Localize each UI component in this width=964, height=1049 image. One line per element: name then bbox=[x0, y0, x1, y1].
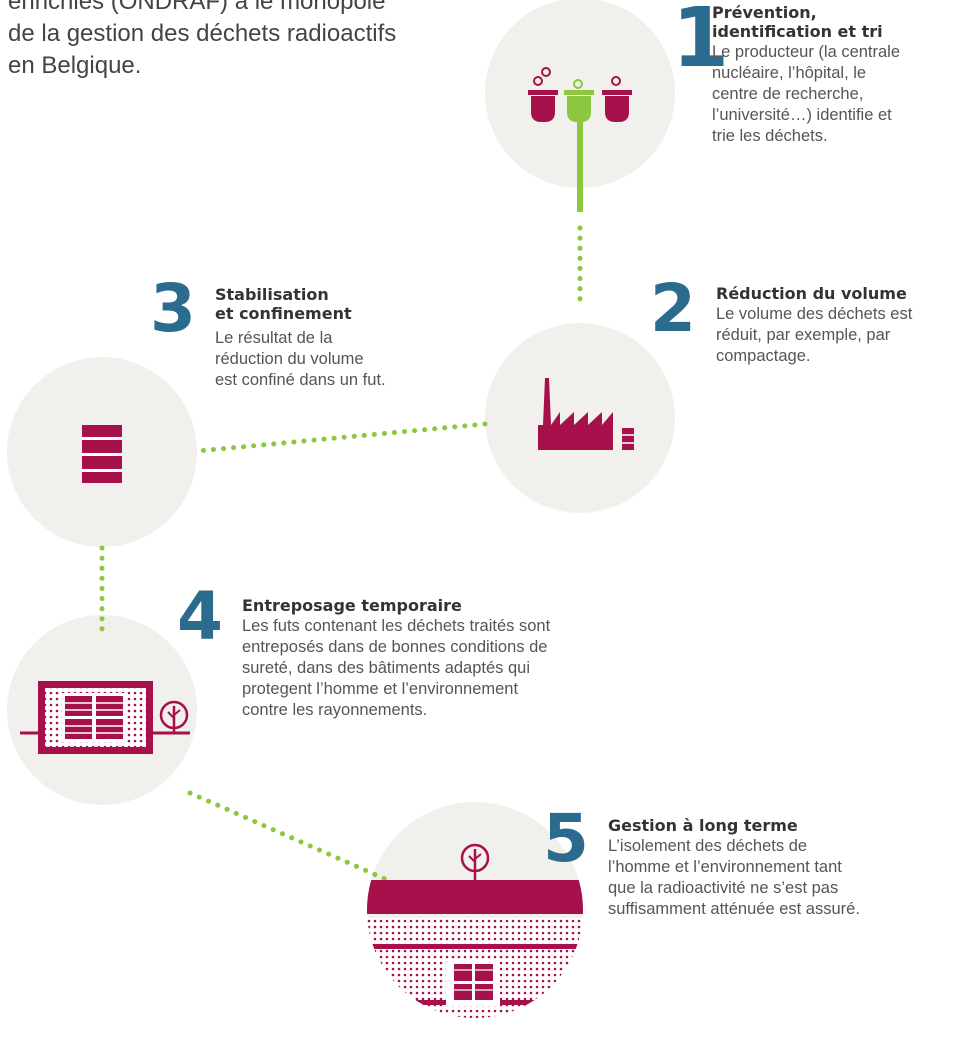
step-description: Les futs contenant les déchets traités s… bbox=[242, 616, 550, 721]
step-title: Prévention, identification et tri bbox=[712, 3, 883, 41]
waste-bins-icon bbox=[528, 67, 632, 212]
factory-icon bbox=[538, 378, 634, 450]
step-title: Réduction du volume bbox=[716, 284, 907, 303]
step-desc-line: protegent l’homme et l’environnement bbox=[242, 680, 519, 698]
step-desc-line: sureté, dans des bâtiments adaptés qui bbox=[242, 659, 531, 677]
step-desc-line: Les futs contenant les déchets traités s… bbox=[242, 617, 551, 635]
step-desc-line: contre les rayonnements. bbox=[242, 701, 428, 719]
step2-circle bbox=[485, 323, 675, 513]
connector-4-5 bbox=[187, 790, 395, 885]
tree-icon bbox=[460, 843, 490, 880]
step-number: 2 bbox=[650, 270, 696, 347]
step-desc-line: suffisamment atténuée est assuré. bbox=[608, 900, 860, 918]
step-title-line: Réduction du volume bbox=[716, 284, 907, 303]
step-desc-line: L’isolement des déchets de bbox=[608, 837, 808, 855]
step-desc-line: réduit, par exemple, par bbox=[716, 326, 891, 344]
step-number: 4 bbox=[177, 578, 223, 655]
step-title-line: et confinement bbox=[215, 304, 352, 323]
step-title: Gestion à long terme bbox=[608, 816, 798, 835]
step-desc-line: centre de recherche, bbox=[712, 85, 864, 103]
step-desc-line: Le producteur (la centrale bbox=[712, 43, 901, 61]
step-title-line: Stabilisation bbox=[215, 285, 329, 304]
disposal-site-icon bbox=[367, 880, 583, 1018]
step-desc-line: réduction du volume bbox=[215, 350, 364, 368]
step-description: Le résultat de la réduction du volume es… bbox=[215, 328, 386, 391]
step-description: Le volume des déchets est réduit, par ex… bbox=[716, 304, 912, 367]
step-desc-line: l’homme et l’environnement tant bbox=[608, 858, 842, 876]
step-title-line: Gestion à long terme bbox=[608, 816, 798, 835]
step-title: Entreposage temporaire bbox=[242, 596, 462, 615]
step-number: 5 bbox=[543, 800, 589, 877]
step-desc-line: est confiné dans un fut. bbox=[215, 371, 386, 389]
intro-line: enrichies (ONDRAF) a le monopole bbox=[8, 0, 386, 15]
step-desc-line: que la radioactivité ne s’est pas bbox=[608, 879, 839, 897]
barrel-icon bbox=[82, 425, 122, 483]
intro-line: de la gestion des déchets radioactifs bbox=[8, 20, 397, 47]
step-number: 1 bbox=[672, 0, 730, 86]
step-description: L’isolement des déchets de l’homme et l’… bbox=[608, 836, 860, 920]
storage-building-icon bbox=[20, 681, 190, 754]
step-desc-line: nucléaire, l’hôpital, le bbox=[712, 64, 867, 82]
step-desc-line: Le volume des déchets est bbox=[716, 305, 913, 323]
step-title: Stabilisation et confinement bbox=[215, 285, 352, 323]
connector-2-3 bbox=[195, 421, 488, 454]
step-number: 3 bbox=[150, 270, 196, 347]
step-desc-line: compactage. bbox=[716, 347, 811, 365]
step-desc-line: entreposés dans de bonnes conditions de bbox=[242, 638, 548, 656]
step-title-line: identification et tri bbox=[712, 22, 883, 41]
intro-line: en Belgique. bbox=[8, 52, 142, 79]
intro-text: enrichies (ONDRAF) a le monopole de la g… bbox=[8, 0, 478, 82]
step-title-line: Entreposage temporaire bbox=[242, 596, 462, 615]
step-desc-line: Le résultat de la bbox=[215, 329, 333, 347]
step-description: Le producteur (la centrale nucléaire, l’… bbox=[712, 42, 900, 147]
step-desc-line: l’université…) identifie et bbox=[712, 106, 892, 124]
step-desc-line: trie les déchets. bbox=[712, 127, 828, 145]
step-title-line: Prévention, bbox=[712, 3, 817, 22]
